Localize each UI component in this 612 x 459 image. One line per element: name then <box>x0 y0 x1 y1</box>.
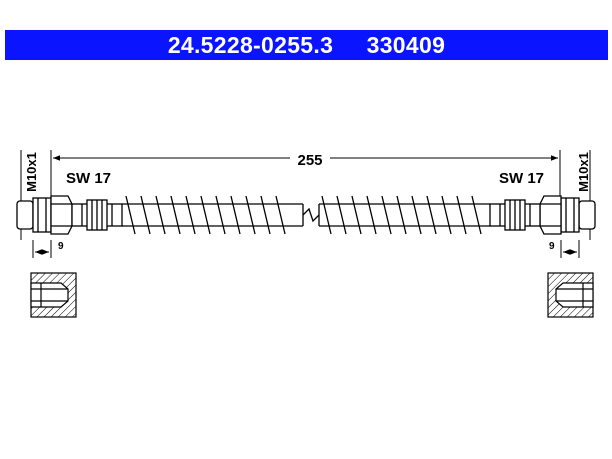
hose-body <box>122 195 490 235</box>
header-title: 24.5228-0255.3 330409 <box>5 30 608 60</box>
header-banner: 24.5228-0255.3 330409 <box>5 30 608 60</box>
thread-label-right: M10x1 <box>576 152 591 192</box>
coil-spring-right <box>321 195 482 235</box>
coil-turns <box>125 195 286 235</box>
depth-dimension-right <box>560 240 580 258</box>
depth-dimension-left <box>32 240 52 258</box>
left-fitting <box>16 195 123 235</box>
wrench-label-right: SW 17 <box>499 170 544 187</box>
depth-label-left: 9 <box>58 241 64 252</box>
right-fitting <box>489 195 596 235</box>
wrench-label-left: SW 17 <box>66 170 111 187</box>
reference-number: 330409 <box>366 32 446 58</box>
thread-label-left: M10x1 <box>24 152 39 192</box>
length-label: 255 <box>297 152 322 169</box>
port-section-left <box>30 272 77 318</box>
coil-turns <box>321 195 482 235</box>
length-dimension: 255 <box>50 148 561 205</box>
depth-label-right: 9 <box>549 241 555 252</box>
coil-spring-left <box>125 195 286 235</box>
port-section-right <box>547 272 594 318</box>
part-number: 24.5228-0255.3 <box>167 32 334 58</box>
